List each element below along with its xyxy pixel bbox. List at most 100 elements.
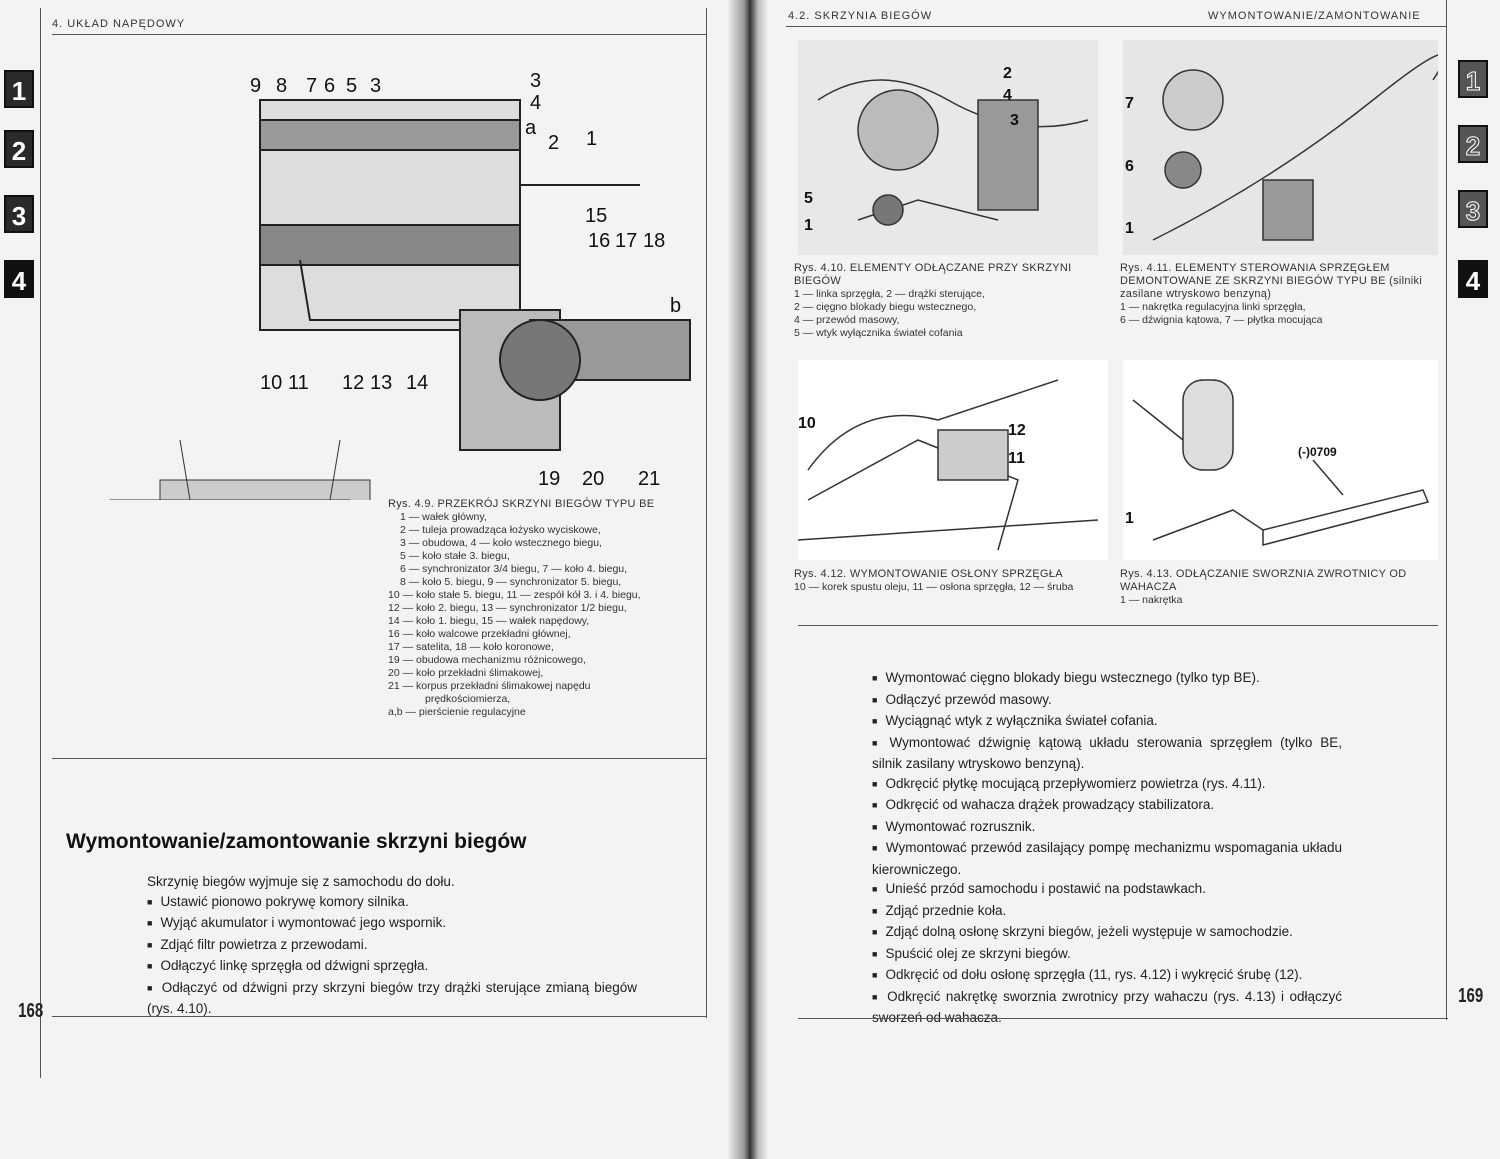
- figure-4-13-caption: Rys. 4.13. ODŁĄCZANIE SWORZNIA ZWROTNICY…: [1120, 568, 1440, 607]
- legend-item: 3 — obudowa, 4 — koło wstecznego biegu,: [400, 537, 602, 549]
- chapter-tab-1[interactable]: 1: [1458, 60, 1488, 98]
- running-head: 4. UKŁAD NAPĘDOWY: [52, 18, 186, 30]
- right-page: 4.2. SKRZYNIA BIEGÓW WYMONTOWANIE/ZAMONT…: [768, 0, 1500, 1159]
- page-number: 168: [18, 1000, 44, 1022]
- callout-16: 16: [588, 230, 611, 252]
- tool-callout-0709: (-)0709: [1298, 445, 1337, 459]
- callout-7: 7: [306, 75, 318, 97]
- step-item: Odłączyć od dźwigni przy skrzyni biegów …: [147, 978, 637, 1019]
- step-item: Odkręcić od wahacza drążek prowadzący st…: [872, 795, 1342, 817]
- figure-4-12-caption: Rys. 4.12. WYMONTOWANIE OSŁONY SPRZĘGŁA …: [794, 568, 1114, 594]
- step-item: Odłączyć linkę sprzęgła od dźwigni sprzę…: [147, 956, 637, 978]
- step-item: Spuścić olej ze skrzyni biegów.: [872, 944, 1342, 966]
- legend-item: a,b — pierścienie regulacyjne: [388, 706, 526, 718]
- callout-b: b: [670, 295, 682, 317]
- callout-1: 1: [1125, 220, 1134, 237]
- callout-4: 4: [530, 92, 542, 114]
- legend-item: 1 — wałek główny,: [400, 511, 487, 523]
- callout-12: 12: [1008, 422, 1026, 439]
- legend-item: 10 — korek spustu oleju, 11 — osłona spr…: [794, 581, 1074, 593]
- callout-6: 6: [1125, 158, 1134, 175]
- book-gutter: [728, 0, 768, 1159]
- legend-item: 19 — obudowa mechanizmu różnicowego,: [388, 654, 586, 666]
- chapter-tab-2[interactable]: 2: [4, 130, 34, 168]
- callout-10: 10: [260, 372, 283, 394]
- legend-item: 10 — koło stałe 5. biegu, 11 — zespół kó…: [388, 589, 641, 601]
- legend-item: 6 — synchronizator 3/4 biegu, 7 — koło 4…: [400, 563, 628, 575]
- callout-6: 6: [324, 75, 336, 97]
- legend-item: 20 — koło przekładni ślimakowej,: [388, 667, 544, 679]
- callout-a: a: [525, 117, 537, 139]
- chapter-tab-4[interactable]: 4: [4, 260, 34, 298]
- legend-item: 5 — koło stałe 3. biegu,: [400, 550, 510, 562]
- figure-4-13-drawing: (-)0709 1: [1123, 360, 1438, 560]
- callout-5: 5: [346, 75, 358, 97]
- step-item: Wyciągnąć wtyk z wyłącznika świateł cofa…: [872, 711, 1342, 733]
- left-page: 4. UKŁAD NAPĘDOWY 1 2 3 4: [0, 0, 735, 1159]
- step-item: Zdjąć dolną osłonę skrzyni biegów, jeżel…: [872, 922, 1342, 944]
- chapter-tab-3[interactable]: 3: [1458, 190, 1488, 228]
- chapter-tab-4[interactable]: 4: [1458, 260, 1488, 298]
- callout-1: 1: [804, 217, 813, 234]
- callout-4: 4: [1003, 87, 1012, 104]
- step-item: Zdjąć przednie koła.: [872, 901, 1342, 923]
- legend-item: 14 — koło 1. biegu, 15 — wałek napędowy,: [388, 615, 590, 627]
- callout-20: 20: [582, 468, 605, 490]
- legend-item: 5 — wtyk wyłącznika świateł cofania: [794, 327, 963, 339]
- left-body-text: Skrzynię biegów wyjmuje się z samochodu …: [147, 872, 637, 1019]
- step-item: Wyjąć akumulator i wymontować jego wspor…: [147, 913, 637, 935]
- legend-item: 21 — korpus przekładni ślimakowej napędu: [388, 680, 591, 692]
- step-item: Odkręcić od dołu osłonę sprzęgła (11, ry…: [872, 965, 1342, 987]
- callout-2: 2: [548, 132, 560, 154]
- legend-item: 8 — koło 5. biegu, 9 — synchronizator 5.…: [400, 576, 622, 588]
- callout-21: 21: [638, 468, 661, 490]
- step-item: Odłączyć przewód masowy.: [872, 690, 1342, 712]
- figure-4-9-caption: Rys. 4.9. PRZEKRÓJ SKRZYNI BIEGÓW TYPU B…: [388, 498, 688, 719]
- callout-1: 1: [1125, 510, 1134, 527]
- caption-title: Rys. 4.10. ELEMENTY ODŁĄCZANE PRZY SKRZY…: [794, 262, 1072, 287]
- callout-11: 11: [288, 372, 309, 394]
- figure-4-9-gearbox-section: 9 8 7 6 5 3 3 4 a 2 1 15 16 17 18 b 10 1…: [60, 60, 700, 500]
- legend-item: 2 — tuleja prowadząca łożysko wyciskowe,: [400, 524, 601, 536]
- callout-5: 5: [804, 190, 813, 207]
- legend-item: 6 — dźwignia kątowa, 7 — płytka mocująca: [1120, 314, 1323, 326]
- legend-item: 1 — nakrętka: [1120, 594, 1183, 606]
- callout-8: 8: [276, 75, 288, 97]
- running-head-right: WYMONTOWANIE/ZAMONTOWANIE: [1208, 10, 1421, 22]
- legend-item: 12 — koło 2. biegu, 13 — synchronizator …: [388, 602, 627, 614]
- legend-item: 16 — koło walcowe przekładni głównej,: [388, 628, 571, 640]
- figure-4-11-photo: 7 6 1: [1123, 40, 1438, 255]
- legend-item: 2 — cięgno blokady biegu wstecznego,: [794, 301, 977, 313]
- step-item: Wymontować rozrusznik.: [872, 817, 1342, 839]
- chapter-tab-1[interactable]: 1: [4, 70, 34, 108]
- callout-12: 12: [342, 372, 365, 394]
- callout-14: 14: [406, 372, 429, 394]
- legend-item: 1 — linka sprzęgła, 2 — drążki sterujące…: [794, 288, 985, 300]
- callout-17: 17: [615, 230, 638, 252]
- caption-title: Rys. 4.9. PRZEKRÓJ SKRZYNI BIEGÓW TYPU B…: [388, 498, 655, 510]
- step-item: Unieść przód samochodu i postawić na pod…: [872, 879, 1342, 901]
- caption-title: Rys. 4.11. ELEMENTY STEROWANIA SPRZĘGŁEM…: [1120, 262, 1423, 300]
- legend-item: prędkościomierza,: [425, 693, 511, 705]
- chapter-tab-2[interactable]: 2: [1458, 125, 1488, 163]
- figure-4-10-caption: Rys. 4.10. ELEMENTY ODŁĄCZANE PRZY SKRZY…: [794, 262, 1094, 340]
- chapter-tab-3[interactable]: 3: [4, 195, 34, 233]
- callout-15: 15: [585, 205, 608, 227]
- figure-4-12-drawing: 10 12 11: [798, 360, 1108, 560]
- step-item: Odkręcić nakrętkę sworznia zwrotnicy prz…: [872, 987, 1342, 1028]
- step-item: Wymontować przewód zasilający pompę mech…: [872, 838, 1342, 879]
- callout-1: 1: [586, 128, 598, 150]
- callout-3a: 3: [370, 75, 382, 97]
- callout-9: 9: [250, 75, 262, 97]
- gearbox-cross-section-drawing: [109, 99, 691, 500]
- callout-19: 19: [538, 468, 561, 490]
- intro-paragraph: Skrzynię biegów wyjmuje się z samochodu …: [147, 874, 455, 889]
- callout-7: 7: [1125, 95, 1134, 112]
- callout-10: 10: [798, 415, 816, 432]
- caption-title: Rys. 4.13. ODŁĄCZANIE SWORZNIA ZWROTNICY…: [1120, 568, 1407, 593]
- running-head-left: 4.2. SKRZYNIA BIEGÓW: [788, 10, 933, 22]
- callout-18: 18: [643, 230, 666, 252]
- callout-3: 3: [1010, 112, 1019, 129]
- step-item: Odkręcić płytkę mocującą przepływomierz …: [872, 774, 1342, 796]
- caption-title: Rys. 4.12. WYMONTOWANIE OSŁONY SPRZĘGŁA: [794, 568, 1063, 580]
